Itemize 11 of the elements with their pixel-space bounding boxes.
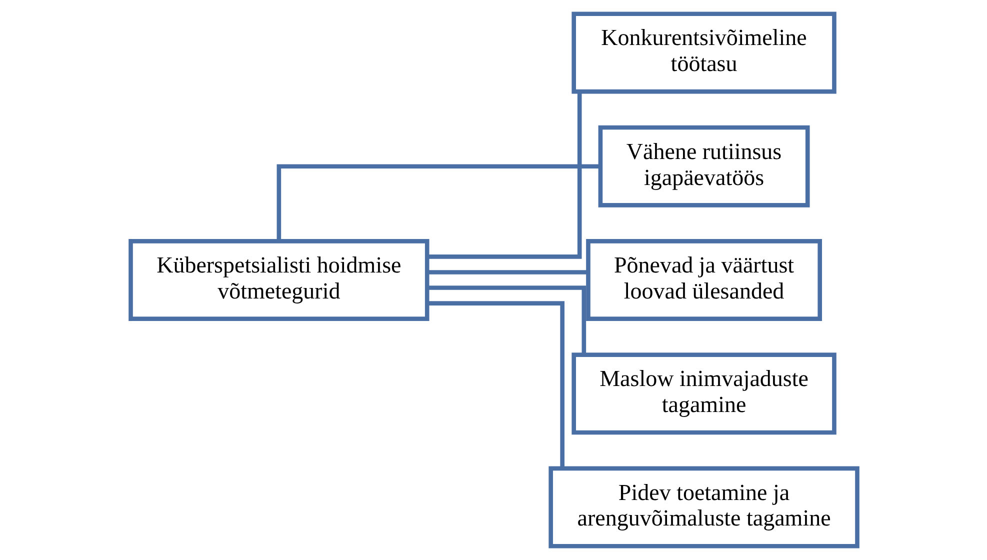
- node-box: Maslow inimvajaduste tagamine: [571, 352, 836, 435]
- connector: [427, 92, 582, 259]
- connector: [426, 301, 564, 468]
- node-box: Konkurentsivõimeline töötasu: [571, 12, 836, 94]
- node-box: Küberspetsialisti hoidmise võtmetegurid: [128, 239, 429, 321]
- node-box: Pidev toetamine ja arenguvõimaluste tagamine: [548, 466, 859, 548]
- connector: [276, 164, 600, 241]
- node-box: Vähene rutiinsus igapäevatöös: [598, 125, 810, 208]
- connector: [426, 286, 586, 354]
- connector: [427, 270, 588, 274]
- node-box: Põnevad ja väärtust loovad ülesanded: [586, 239, 822, 321]
